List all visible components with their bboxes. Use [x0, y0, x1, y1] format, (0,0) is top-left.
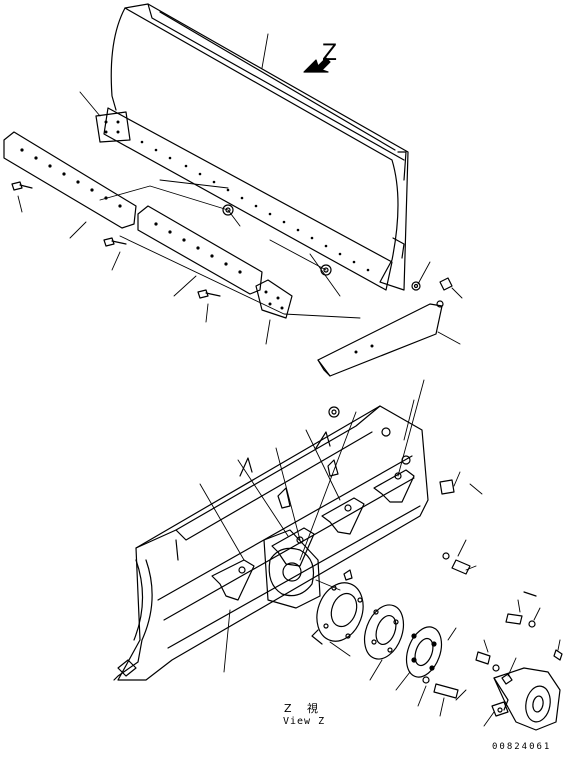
view-caption-english: View Z — [283, 716, 326, 727]
drawing-code: 00824061 — [492, 742, 552, 752]
leader-lines-lower — [199, 379, 561, 727]
pivot-shim-1 — [363, 604, 405, 660]
lower-fasteners — [343, 552, 563, 699]
view-z-arrow — [303, 57, 331, 73]
support-plate — [317, 303, 443, 377]
leader-lines-upper — [17, 33, 463, 345]
pivot-bracket-right — [491, 667, 561, 731]
side-bracket — [439, 479, 455, 495]
moldboard-blade — [95, 3, 409, 291]
cutting-edge-left — [3, 131, 137, 229]
pivot-shim-2 — [405, 626, 443, 678]
view-caption-japanese: Z 視 — [284, 702, 325, 715]
end-bit-right — [255, 279, 293, 319]
strip-bolt-holes — [140, 140, 370, 272]
pivot-cap — [311, 582, 364, 645]
view-z-marker: Z — [322, 41, 338, 66]
blade-fasteners — [11, 181, 453, 308]
cutting-edge-center — [137, 205, 263, 295]
blade-frame — [113, 405, 429, 681]
